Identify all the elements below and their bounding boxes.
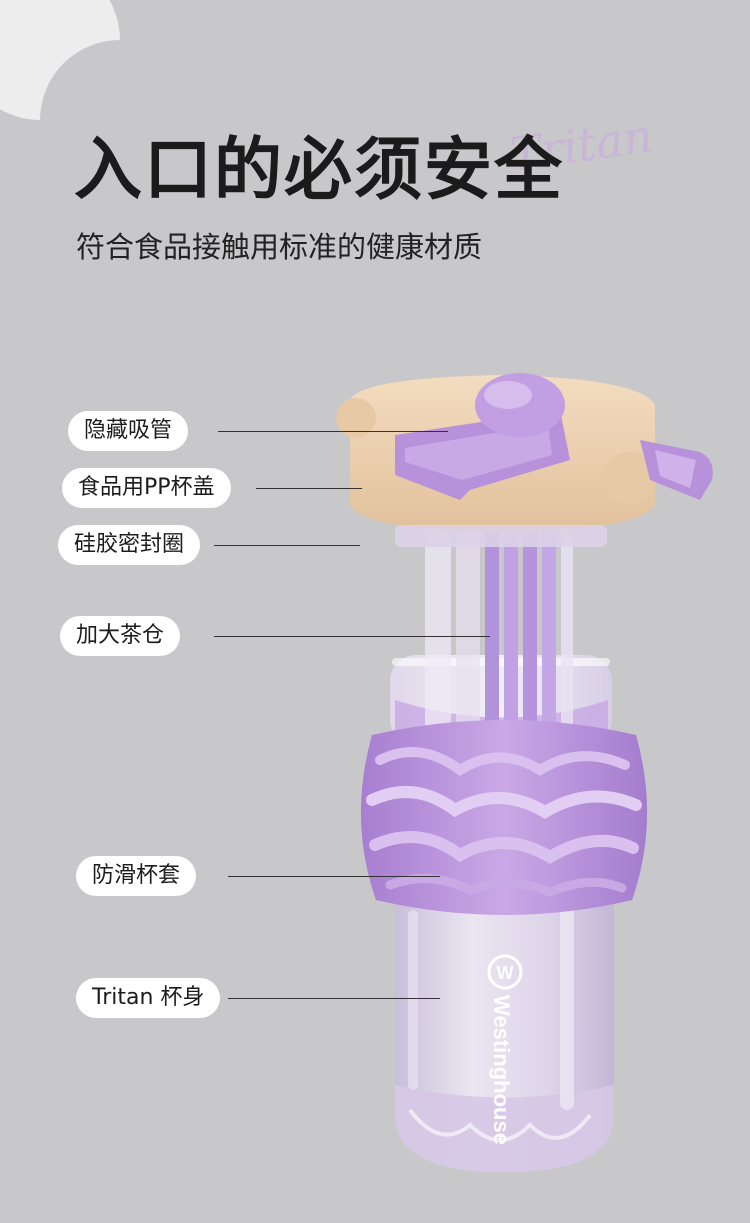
page-subtitle: 符合食品接触用标准的健康材质: [76, 230, 483, 264]
brand-mark: W Westinghouse: [487, 954, 523, 1145]
leader-line-anti-slip-sleeve: [228, 876, 440, 877]
brand-logo-letter: W: [497, 963, 514, 983]
callout-anti-slip-sleeve: 防滑杯套: [76, 856, 197, 896]
lid-hinge-right: [604, 452, 656, 504]
leader-line-pp-lid: [256, 488, 362, 489]
page-title: 入口的必须安全: [74, 131, 565, 210]
leader-line-tritan-body: [228, 998, 440, 999]
pp-lid: [336, 373, 713, 547]
leader-line-silicone-seal: [214, 545, 360, 546]
brand-logo-icon: [487, 954, 523, 990]
brand-name: Westinghouse: [489, 995, 514, 1145]
anti-slip-sleeve: [360, 720, 648, 915]
leader-line-tea-chamber: [214, 636, 490, 637]
callout-tritan-body: Tritan 杯身: [76, 978, 221, 1018]
callout-silicone-seal: 硅胶密封圈: [58, 525, 201, 565]
tritan-body: [395, 880, 614, 1172]
callout-tea-chamber: 加大茶仓: [60, 616, 181, 656]
leader-line-hidden-straw: [218, 431, 448, 432]
lid-hinge-left: [336, 398, 376, 438]
callout-pp-lid: 食品用PP杯盖: [62, 468, 231, 508]
callout-hidden-straw: 隐藏吸管: [68, 411, 189, 451]
